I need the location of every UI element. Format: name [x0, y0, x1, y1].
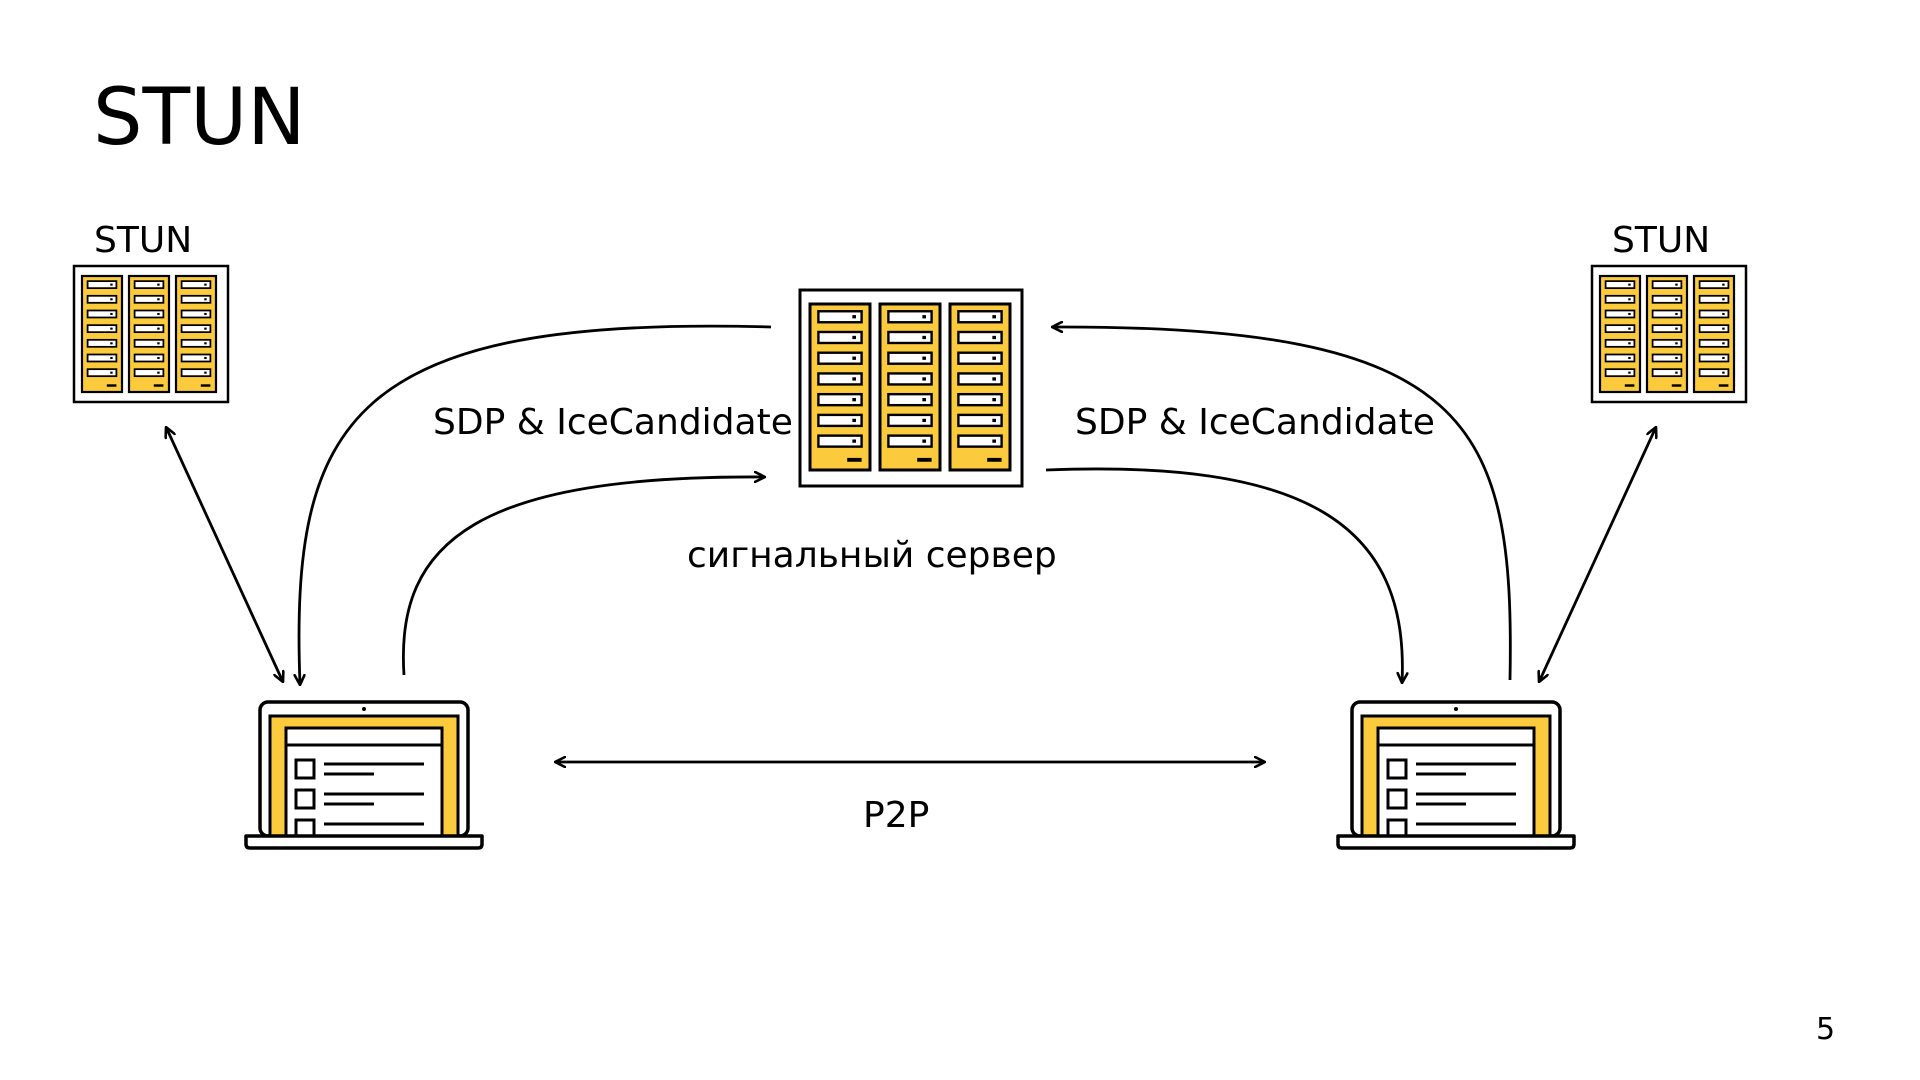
peer-laptop-left-icon: [244, 700, 484, 850]
stun-server-left-icon: [72, 264, 230, 404]
sdp-icecandidate-right-label: SDP & IceCandidate: [1075, 402, 1435, 443]
arrow-stun-left-to-laptop-left: [166, 427, 283, 682]
sdp-icecandidate-left-label: SDP & IceCandidate: [433, 402, 793, 443]
arrow-signal-server-to-laptop-left: [299, 324, 772, 685]
signaling-server-icon: [798, 288, 1024, 488]
arrow-laptop-left-to-signal-server: [401, 477, 765, 676]
slide-title: STUN: [93, 73, 306, 163]
stun-server-right-label: STUN: [1612, 220, 1711, 261]
peer-laptop-right-icon: [1336, 700, 1576, 850]
arrow-laptop-right-to-signal-server: [1052, 327, 1512, 681]
p2p-label: P2P: [863, 795, 930, 836]
page-number: 5: [1816, 1012, 1836, 1047]
signaling-server-label: сигнальный сервер: [687, 535, 1057, 576]
arrow-signal-server-to-laptop-right: [1045, 467, 1402, 683]
stun-server-left-label: STUN: [94, 220, 193, 261]
arrow-stun-right-to-laptop-right: [1539, 427, 1656, 682]
stun-server-right-icon: [1590, 264, 1748, 404]
